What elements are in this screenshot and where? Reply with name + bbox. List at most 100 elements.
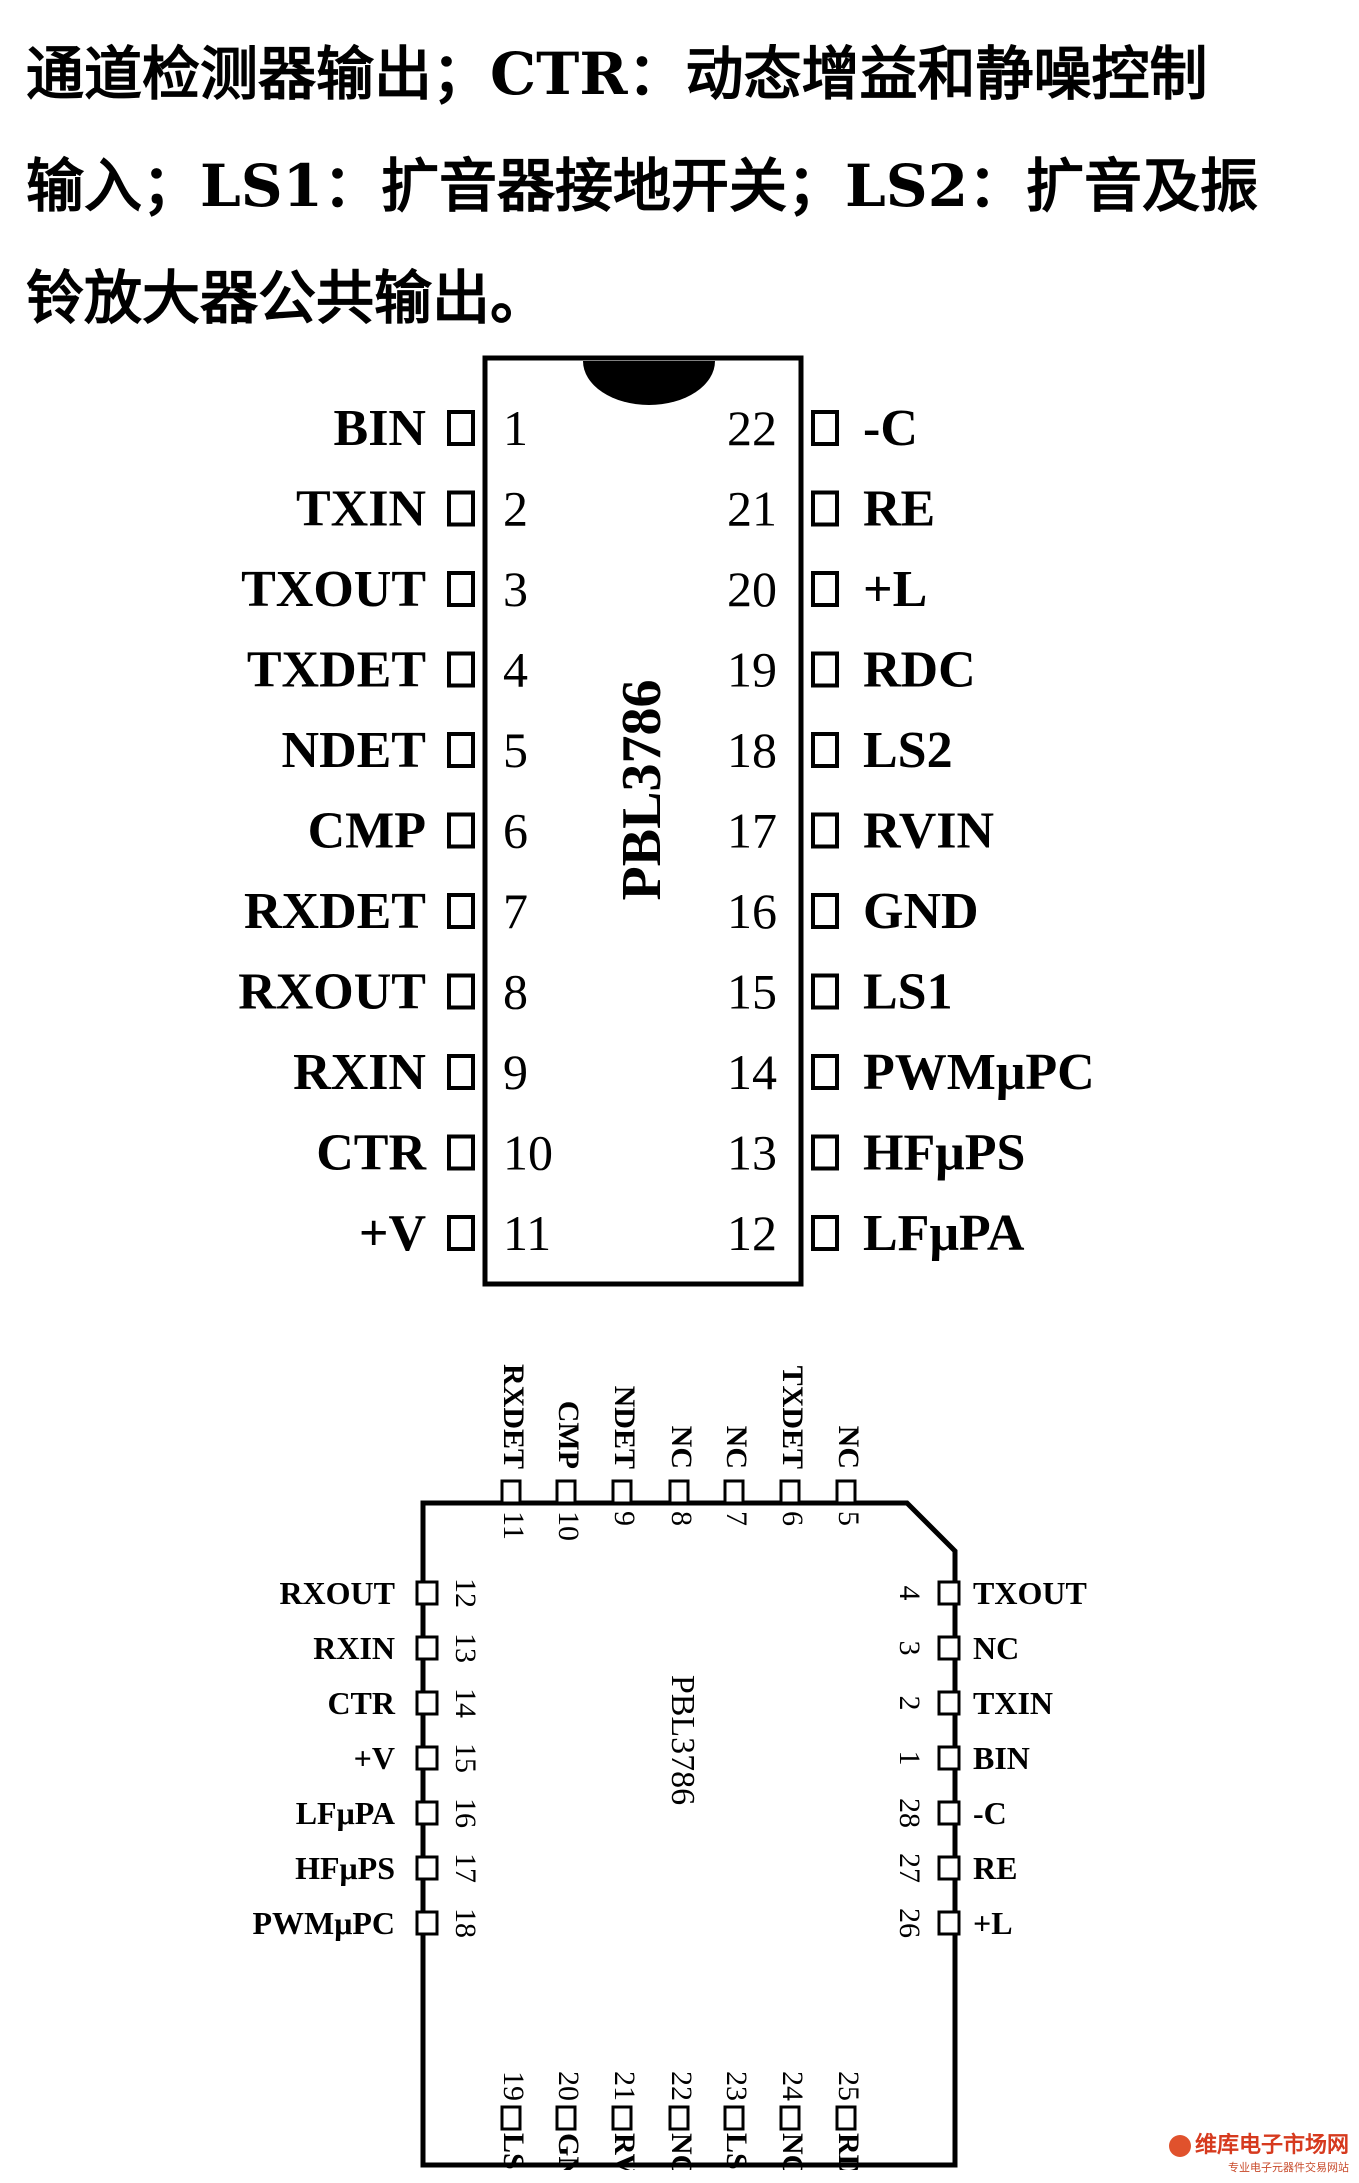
intro-text: 通道检测器输出；CTR：动态增益和静噪控制 输入；LS1：扩音器接地开关；LS2… bbox=[26, 18, 1346, 354]
pin-number: 3 bbox=[893, 1641, 926, 1656]
pin-pad bbox=[811, 812, 839, 849]
pin-number: 22 bbox=[665, 2071, 698, 2101]
pin-name-label: RXOUT bbox=[279, 1575, 395, 1611]
pin-name-label: +V bbox=[354, 1740, 395, 1776]
watermark-tagline: 专业电子元器件交易网站 bbox=[1228, 2161, 1349, 2174]
pin-number: 13 bbox=[449, 1633, 482, 1663]
pin-name-label: LFμPA bbox=[863, 1205, 1025, 1262]
pin-number: 8 bbox=[665, 1511, 698, 1526]
pin-pad bbox=[811, 973, 839, 1010]
intro-line: 输入；LS1：扩音器接地开关；LS2：扩音及振 bbox=[26, 152, 1259, 220]
pin-pad bbox=[811, 651, 839, 688]
pin-number: 17 bbox=[727, 803, 777, 859]
pin-name-label: TXOUT bbox=[973, 1575, 1087, 1611]
pin-number: 4 bbox=[893, 1586, 926, 1601]
pin-name-label: -C bbox=[973, 1795, 1007, 1831]
pin-number: 7 bbox=[720, 1511, 753, 1526]
pin-pad bbox=[811, 1054, 839, 1090]
pin-name-label: PWMμPC bbox=[252, 1905, 395, 1941]
pin-pad bbox=[937, 1690, 961, 1716]
pin-number: 18 bbox=[449, 1908, 482, 1938]
pin-number: 5 bbox=[503, 722, 528, 778]
pin-name-label: NC bbox=[720, 1426, 753, 1469]
pin-name-label: CMP bbox=[308, 803, 426, 860]
pin-name-label: LS1 bbox=[497, 2133, 530, 2170]
pin-number: 24 bbox=[776, 2071, 809, 2101]
pin-number: 11 bbox=[497, 1511, 530, 1540]
pin-pad bbox=[811, 571, 839, 607]
pin-pad bbox=[937, 1745, 961, 1771]
pin-number: 11 bbox=[503, 1205, 551, 1261]
intro-line: 通道检测器输出；CTR：动态增益和静噪控制 bbox=[26, 40, 1208, 108]
pin-number: 6 bbox=[776, 1511, 809, 1526]
pin-name-label: NC bbox=[665, 1426, 698, 1469]
pin-pad bbox=[811, 893, 839, 929]
pin-name-label: RXDET bbox=[497, 1364, 530, 1469]
pin-number: 19 bbox=[727, 642, 777, 698]
pin-pad bbox=[811, 1215, 839, 1251]
pin-name-label: RXOUT bbox=[238, 964, 426, 1021]
pin-number: 26 bbox=[893, 1908, 926, 1938]
pin-pad bbox=[415, 1690, 439, 1716]
pin-pad bbox=[500, 1479, 522, 1505]
pin-name-label: GND bbox=[863, 883, 979, 940]
pin-number: 12 bbox=[449, 1578, 482, 1608]
pin-number: 18 bbox=[727, 722, 777, 778]
pin-pad bbox=[811, 410, 839, 446]
pin-name-label: RVIN bbox=[608, 2133, 641, 2170]
pin-name-label: RXDET bbox=[244, 883, 426, 940]
pin-pad bbox=[668, 1479, 690, 1505]
pin-name-label: +L bbox=[973, 1905, 1013, 1941]
pin-pad bbox=[811, 490, 839, 527]
pin-pad bbox=[447, 1054, 475, 1090]
chip-name-label: PBL3786 bbox=[611, 680, 673, 901]
pin-name-label: LS2 bbox=[863, 722, 953, 779]
pin-pad bbox=[723, 2105, 745, 2131]
watermark-logo-icon bbox=[1168, 2135, 1191, 2157]
pin-pad bbox=[937, 1855, 961, 1881]
pin-name-label: RXIN bbox=[293, 1044, 426, 1101]
pin-name-label: BIN bbox=[973, 1740, 1030, 1776]
pin-pad bbox=[555, 2105, 577, 2131]
pin-number: 4 bbox=[503, 642, 528, 698]
pin-number: 21 bbox=[608, 2071, 641, 2101]
pin-number: 9 bbox=[608, 1511, 641, 1526]
pin-name-label: NDET bbox=[608, 1386, 641, 1469]
pin-name-label: RDC bbox=[832, 2133, 865, 2170]
pin-pad bbox=[447, 571, 475, 607]
pin-pad bbox=[447, 732, 475, 768]
pin-number: 3 bbox=[503, 561, 528, 617]
chip-body bbox=[420, 1500, 958, 2168]
pin-pad bbox=[779, 1479, 801, 1505]
pin-pad bbox=[811, 732, 839, 768]
pin-number: 20 bbox=[552, 2071, 585, 2101]
pin-number: 21 bbox=[727, 481, 777, 537]
pin-name-label: RE bbox=[973, 1850, 1017, 1886]
pin-name-label: NC bbox=[665, 2133, 698, 2170]
pin-name-label: LFμPA bbox=[296, 1795, 395, 1831]
pin-name-label: LS2 bbox=[720, 2133, 753, 2170]
pin-name-label: TXOUT bbox=[241, 561, 426, 618]
pin-name-label: TXDET bbox=[776, 1366, 809, 1469]
pin-name-label: RXIN bbox=[313, 1630, 395, 1666]
pin-pad bbox=[447, 1134, 475, 1171]
pin-number: 14 bbox=[727, 1044, 777, 1100]
pin-pad bbox=[500, 2105, 522, 2131]
pin-name-label: CTR bbox=[316, 1125, 427, 1182]
pin-name-label: RE bbox=[863, 481, 935, 538]
pin-name-label: CTR bbox=[327, 1685, 395, 1721]
pin-name-label: LS1 bbox=[863, 964, 953, 1021]
pin-name-label: CMP bbox=[552, 1401, 585, 1469]
pin-pad bbox=[555, 1479, 577, 1505]
pin-name-label: -C bbox=[863, 400, 918, 457]
pin-number: 6 bbox=[503, 803, 528, 859]
pin-name-label: PWMμPC bbox=[863, 1044, 1095, 1101]
pin-name-label: BIN bbox=[334, 400, 426, 457]
pin-name-label: NC bbox=[776, 2133, 809, 2170]
pin-number: 1 bbox=[503, 400, 528, 456]
pin-number: 5 bbox=[832, 1511, 865, 1526]
pin-name-label: +V bbox=[359, 1205, 426, 1262]
pin-pad bbox=[447, 490, 475, 527]
pin1-notch bbox=[583, 361, 715, 405]
intro-line: 铃放大器公共输出。 bbox=[26, 264, 549, 332]
